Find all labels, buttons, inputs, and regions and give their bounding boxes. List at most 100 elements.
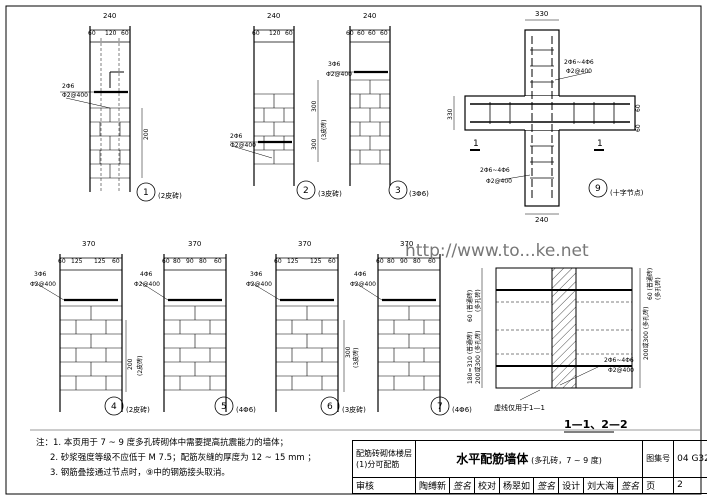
d5-rebar-main: 4Φ6 xyxy=(140,271,153,278)
d7-dim-total: 370 xyxy=(400,240,413,248)
detail-9 xyxy=(453,19,636,215)
detail-5 xyxy=(139,254,234,416)
d7-dim-b: 80 xyxy=(387,258,395,265)
d5-dim-c: 90 xyxy=(186,258,194,265)
d4-dim-d: 60 xyxy=(112,258,120,265)
section-label-4: 200或300 (多孔砖) xyxy=(474,331,482,385)
section-rebar-tie: Φ2@400 xyxy=(608,367,634,374)
d4-vdim-a: 200 xyxy=(127,358,134,370)
d1-number: 1 xyxy=(143,188,149,198)
d5-note: (4Φ6) xyxy=(236,406,256,414)
d1-rebar-main: 2Φ6 xyxy=(62,83,75,90)
d5-rebar-tie: Φ2@400 xyxy=(134,281,160,288)
tb-page-no: 2 xyxy=(673,476,707,495)
d4-dim-a: 60 xyxy=(58,258,66,265)
d9-rebar-b-tie: Φ2@400 xyxy=(486,178,512,185)
d6-dim-b: 125 xyxy=(287,258,299,265)
d1-dim-total: 240 xyxy=(103,12,116,20)
d6-vdim-b: (3皮砖) xyxy=(352,348,360,369)
note-2: 2. 砂浆强度等级不应低于 M 7.5；配筋灰缝的厚度为 12 ~ 15 mm … xyxy=(50,453,316,463)
d6-dim-a: 60 xyxy=(274,258,282,265)
tb-designer-sign: 签名 xyxy=(617,476,644,495)
section-label-6: (多孔砖) xyxy=(654,277,662,300)
title-block: 配筋砖砌体楼层 (1)分可配筋 水平配筋墙体 (多孔砖，7 ~ 9 度) 图集号… xyxy=(352,440,707,495)
d6-dim-c: 125 xyxy=(310,258,322,265)
detail-6 xyxy=(249,254,345,416)
section-title: 1—1、2—2 xyxy=(564,418,628,431)
section-label-2: (多孔砖) xyxy=(474,289,482,312)
tb-review-label: 审核 xyxy=(352,476,416,495)
d9-dim-bottom: 240 xyxy=(535,216,548,224)
note-3: 3. 钢筋叠接通过节点时，⑨中的钢筋接头取消。 xyxy=(50,468,230,478)
d9-note: (十字节点) xyxy=(610,188,644,197)
detail-3 xyxy=(317,26,408,200)
d3-dim-c: 60 xyxy=(368,30,376,37)
d4-dim-c: 125 xyxy=(94,258,106,265)
d1-dim-a: 60 xyxy=(88,30,96,37)
d6-rebar-tie: Φ2@400 xyxy=(246,281,272,288)
d4-dim-total: 370 xyxy=(82,240,95,248)
d4-vdim-b: (2皮砖) xyxy=(136,356,144,377)
d4-rebar-tie: Φ2@400 xyxy=(30,281,56,288)
tb-reviewer: 陶缚新 xyxy=(414,476,451,495)
d7-note: (4Φ6) xyxy=(452,406,472,414)
watermark: http://www.to...ke.net xyxy=(405,241,589,261)
d7-dim-c: 90 xyxy=(400,258,408,265)
d3-dim-d: 60 xyxy=(380,30,388,37)
tb-left-top: 配筋砖砌体楼层 xyxy=(356,448,412,458)
d1-dim-c: 60 xyxy=(121,30,129,37)
d3-note: (3Φ6) xyxy=(409,190,429,198)
section-label-3: 180≈310 (普通砖) xyxy=(466,331,474,384)
d4-number: 4 xyxy=(111,402,117,412)
d9-rebar-a: 2Φ6~4Φ6 xyxy=(564,59,594,66)
d6-rebar-main: 3Φ6 xyxy=(250,271,263,278)
tb-title-cell: 水平配筋墙体 (多孔砖，7 ~ 9 度) xyxy=(414,440,644,478)
d1-note: (2皮砖) xyxy=(158,191,182,200)
d2-dim-c: 60 xyxy=(285,30,293,37)
tb-reviewer-sign: 签名 xyxy=(449,476,476,495)
tb-title: 水平配筋墙体 xyxy=(456,452,529,467)
d9-rebar-a-tie: Φ2@400 xyxy=(566,68,592,75)
notes: 注：1. 本页用于 7 ~ 9 度多孔砖砌体中需要提高抗震能力的墙体； 2. 砂… xyxy=(36,436,348,481)
d9-section-right: 1 xyxy=(597,139,603,149)
section-label-1: 60 (普通砖) xyxy=(466,290,474,322)
d7-dim-a: 60 xyxy=(376,258,384,265)
detail-4 xyxy=(33,254,124,416)
d4-rebar-main: 3Φ6 xyxy=(34,271,47,278)
d9-dim-top: 330 xyxy=(535,10,548,18)
tb-left-bottom: (1)分可配筋 xyxy=(356,459,400,469)
tb-page-label: 页 xyxy=(642,476,675,495)
section-note: 虚线仅用于1—1 xyxy=(494,403,545,412)
section-detail xyxy=(481,267,641,433)
tb-left: 配筋砖砌体楼层 (1)分可配筋 xyxy=(352,440,416,478)
d7-dim-d: 80 xyxy=(413,258,421,265)
d3-rebar-tie: Φ2@400 xyxy=(326,71,352,78)
d9-rebar-b: 2Φ6~4Φ6 xyxy=(480,167,510,174)
d9-section-left: 1 xyxy=(473,139,479,149)
d1-vdim: 200 xyxy=(143,128,150,140)
sheet-border xyxy=(5,5,702,495)
d7-number: 7 xyxy=(437,402,443,412)
d3-dim-total: 240 xyxy=(363,12,376,20)
d7-rebar-main: 4Φ6 xyxy=(354,271,367,278)
d7-dim-e: 60 xyxy=(428,258,436,265)
d9-vdim-a: 60 xyxy=(635,104,642,112)
d6-note: (3皮砖) xyxy=(342,405,366,414)
d2-dim-b: 120 xyxy=(269,30,281,37)
detail-7 xyxy=(353,254,450,416)
d5-dim-a: 60 xyxy=(162,258,170,265)
d2-rebar-main: 2Φ6 xyxy=(230,133,243,140)
d5-number: 5 xyxy=(221,402,227,412)
d6-vdim-a: 300 xyxy=(345,346,352,358)
tb-check-label: 校对 xyxy=(474,476,501,495)
detail-2 xyxy=(230,26,316,200)
d1-rebar-tie: Φ2@400 xyxy=(62,92,88,99)
d2-dim-total: 240 xyxy=(267,12,280,20)
d6-dim-total: 370 xyxy=(298,240,311,248)
d3-dim-a: 60 xyxy=(346,30,354,37)
d4-dim-b: 125 xyxy=(71,258,83,265)
d9-dim-left: 330 xyxy=(447,108,454,120)
tb-atlas-no: 04 G329-5 xyxy=(673,440,707,478)
